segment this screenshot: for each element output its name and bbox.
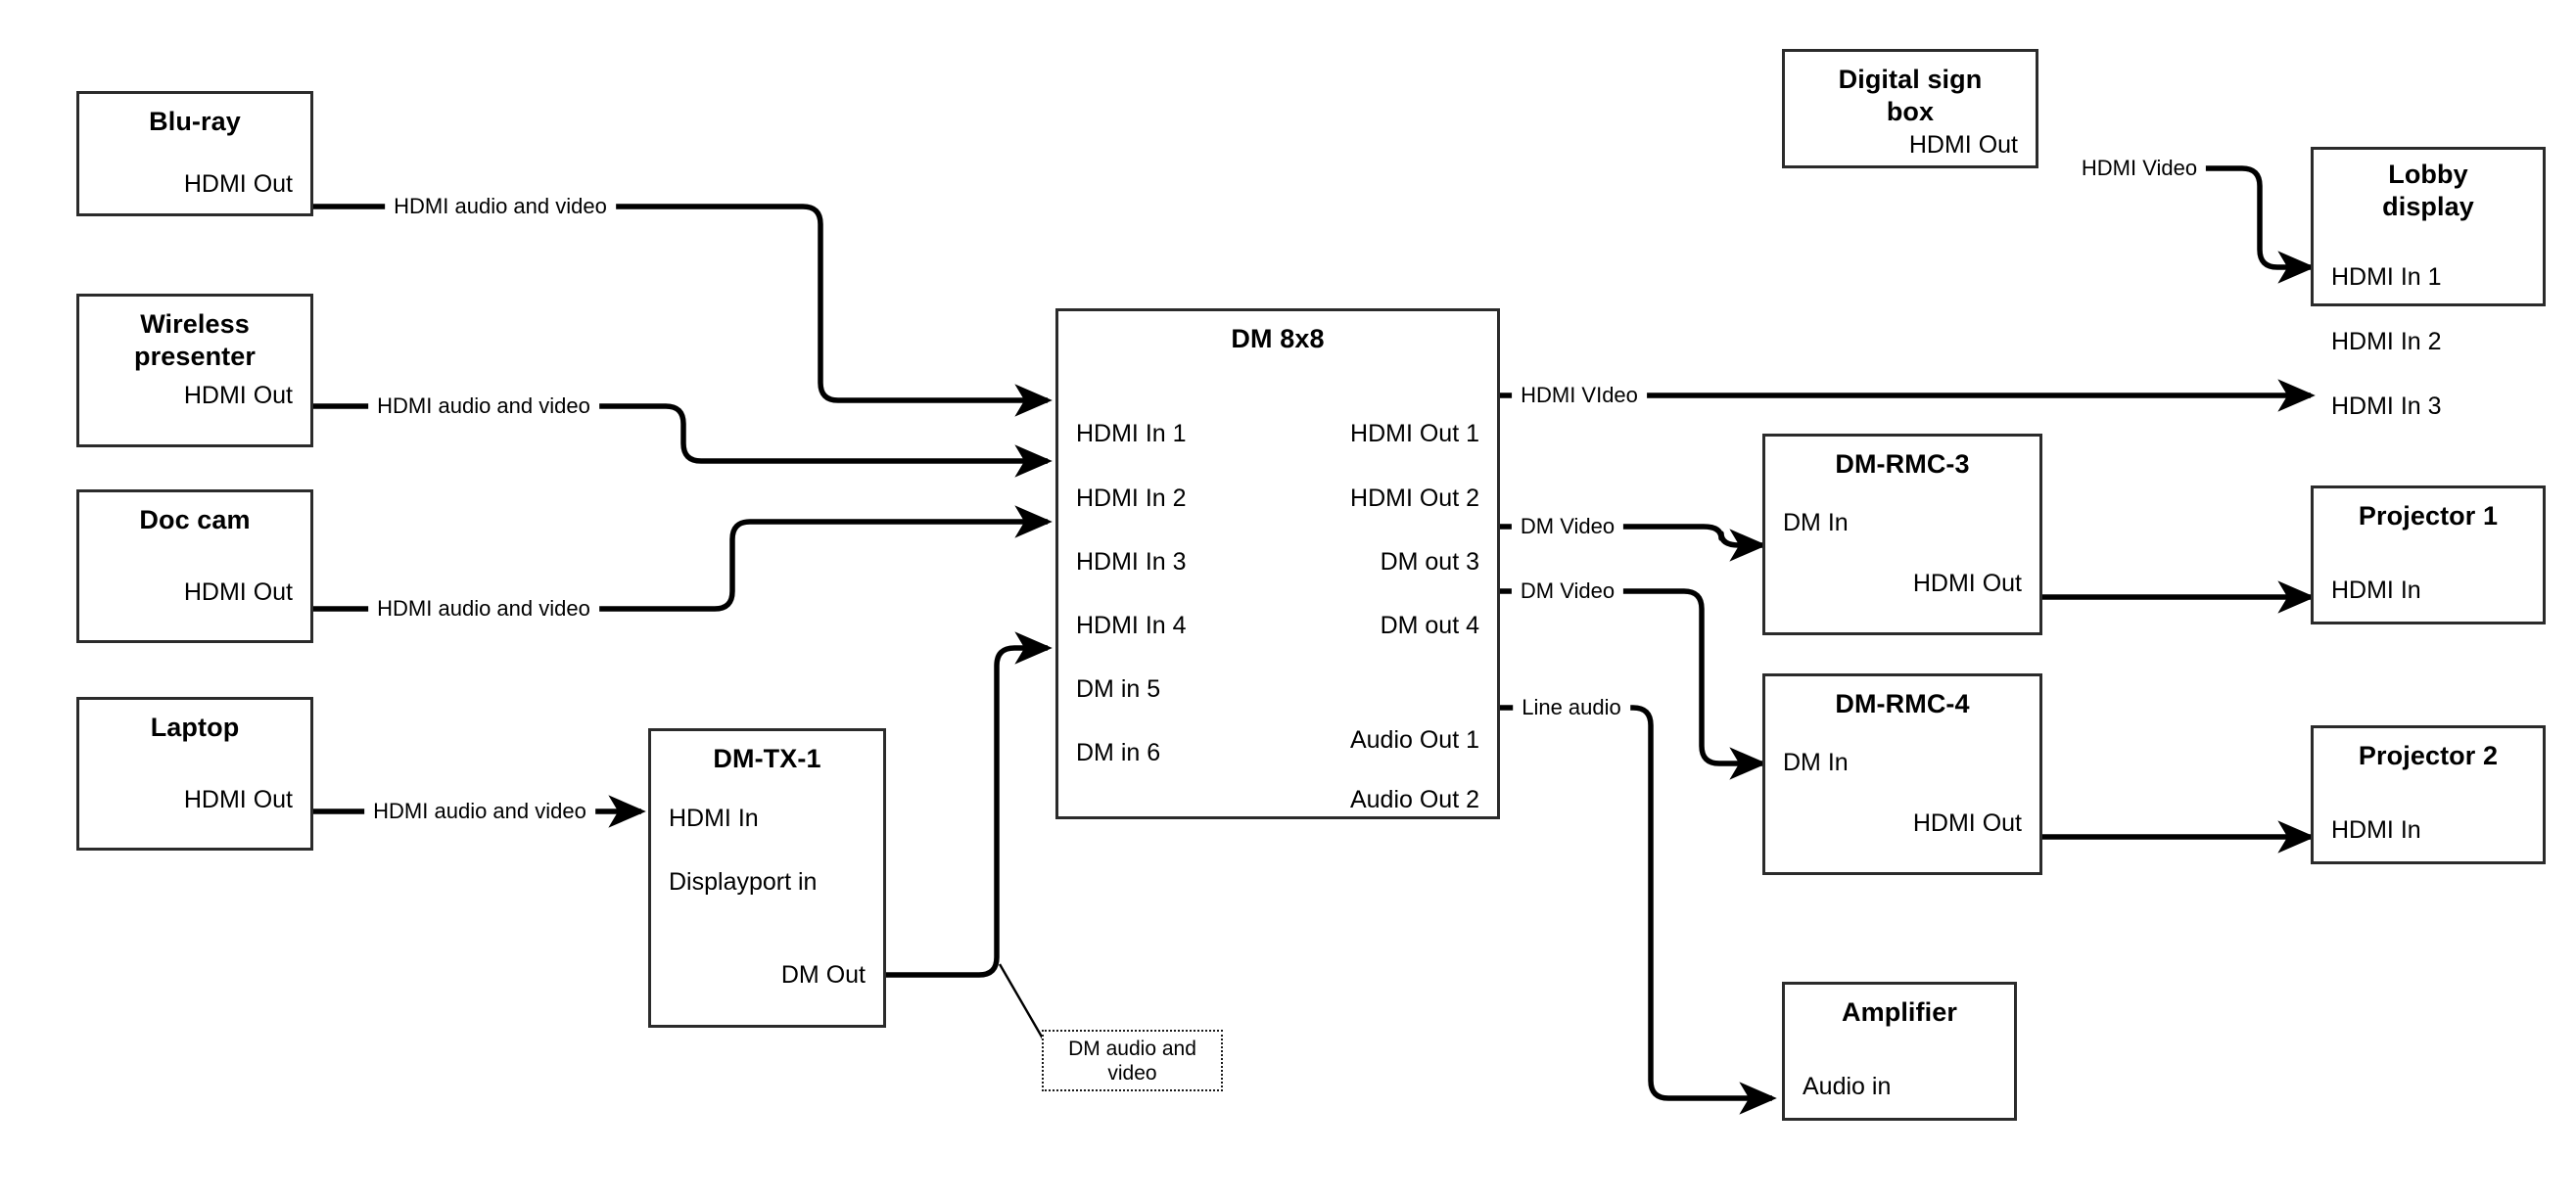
node-digital-sign-box-title: Digital sign box (1838, 65, 1983, 126)
node-doc-cam[interactable]: Doc cam HDMI Out (76, 489, 313, 643)
port-dm8x8-hdmi-in-1[interactable]: HDMI In 1 (1076, 420, 1187, 447)
port-lobby-hdmi-in-3[interactable]: HDMI In 3 (2331, 393, 2442, 420)
node-dm-tx-1-title: DM-TX-1 (713, 744, 821, 773)
port-projector2-hdmi-in[interactable]: HDMI In (2331, 816, 2421, 844)
node-laptop-title: Laptop (150, 713, 240, 742)
port-dmrmc3-hdmi-out[interactable]: HDMI Out (1912, 570, 2022, 597)
edge-label-laptop-to-dmtx1: HDMI audio and video (364, 799, 595, 824)
node-dm-tx-1[interactable]: DM-TX-1 HDMI In Displayport in DM Out (648, 728, 886, 1028)
port-projector1-hdmi-in[interactable]: HDMI In (2331, 577, 2421, 604)
node-projector-1[interactable]: Projector 1 HDMI In (2311, 485, 2546, 624)
node-wireless-presenter-title: Wireless presenter (134, 309, 256, 371)
port-wireless-hdmi-out[interactable]: HDMI Out (183, 382, 293, 409)
node-dm-rmc-4-title: DM-RMC-4 (1835, 689, 1970, 718)
port-amplifier-audio-in[interactable]: Audio in (1803, 1073, 1892, 1100)
port-dm8x8-dm-out-3[interactable]: DM out 3 (1380, 548, 1479, 576)
edge-label-sign-to-lobby: HDMI Video (2072, 156, 2207, 181)
port-dmrmc3-dm-in[interactable]: DM In (1783, 509, 1849, 536)
port-digital-sign-hdmi-out[interactable]: HDMI Out (1908, 131, 2018, 159)
edge-label-audio-out-1-to-amp: Line audio (1513, 695, 1630, 720)
node-doc-cam-title: Doc cam (139, 505, 251, 534)
port-dmrmc4-hdmi-out[interactable]: HDMI Out (1912, 809, 2022, 837)
port-dm8x8-hdmi-out-1[interactable]: HDMI Out 1 (1350, 420, 1479, 447)
port-doccam-hdmi-out[interactable]: HDMI Out (183, 578, 293, 606)
node-dm-rmc-3[interactable]: DM-RMC-3 DM In HDMI Out (1762, 434, 2042, 635)
wire-audio-out-1-to-amplifier (1500, 705, 1777, 1115)
port-dmtx1-dm-out[interactable]: DM Out (780, 961, 866, 989)
port-dmtx1-hdmi-in[interactable]: HDMI In (669, 805, 759, 832)
port-dm8x8-dm-in-6[interactable]: DM in 6 (1076, 739, 1161, 766)
node-bluray[interactable]: Blu-ray HDMI Out (76, 91, 313, 216)
node-bluray-title: Blu-ray (149, 107, 241, 136)
edge-label-bluray-to-hdmi-in-1: HDMI audio and video (385, 194, 616, 219)
port-dm8x8-hdmi-in-2[interactable]: HDMI In 2 (1076, 485, 1187, 512)
wire-dmtx1-to-dm-in-5 (886, 631, 1053, 978)
wire-dm-out-4-to-dmrmc4 (1500, 588, 1767, 780)
port-bluray-hdmi-out[interactable]: HDMI Out (183, 170, 293, 198)
callout-dm-audio-and-video-text: DM audio and video (1068, 1037, 1196, 1085)
node-lobby-display-title: Lobby display (2382, 160, 2474, 221)
node-amplifier[interactable]: Amplifier Audio in (1782, 982, 2017, 1121)
port-dm8x8-audio-out-1[interactable]: Audio Out 1 (1349, 726, 1479, 754)
wire-wireless-to-hdmi-in-2 (189, 403, 1053, 478)
edge-label-dm-out-3-to-rmc3: DM Video (1511, 514, 1624, 539)
callout-leader-line (998, 963, 1045, 1039)
node-dm-rmc-3-title: DM-RMC-3 (1835, 449, 1970, 479)
node-wireless-presenter[interactable]: Wireless presenter HDMI Out (76, 294, 313, 447)
port-laptop-hdmi-out[interactable]: HDMI Out (183, 786, 293, 813)
edge-label-hdmi-out-1-to-lobby: HDMI VIdeo (1512, 383, 1647, 408)
port-dmrmc4-dm-in[interactable]: DM In (1783, 749, 1849, 776)
node-amplifier-title: Amplifier (1842, 997, 1957, 1027)
edge-label-wireless-to-hdmi-in-2: HDMI audio and video (368, 393, 599, 419)
port-dm8x8-dm-out-4[interactable]: DM out 4 (1380, 612, 1479, 639)
port-lobby-hdmi-in-2[interactable]: HDMI In 2 (2331, 328, 2442, 355)
port-dmtx1-displayport-in[interactable]: Displayport in (669, 868, 818, 896)
port-dm8x8-audio-out-2[interactable]: Audio Out 2 (1349, 786, 1479, 813)
wire-doccam-to-hdmi-in-3 (189, 505, 1053, 612)
callout-dm-audio-and-video: DM audio and video (1042, 1030, 1223, 1091)
edge-label-doccam-to-hdmi-in-3: HDMI audio and video (368, 596, 599, 622)
port-lobby-hdmi-in-1[interactable]: HDMI In 1 (2331, 263, 2442, 291)
node-lobby-display[interactable]: Lobby display HDMI In 1 HDMI In 2 HDMI I… (2311, 147, 2546, 420)
node-laptop[interactable]: Laptop HDMI Out (76, 697, 313, 851)
node-dm-8x8[interactable]: DM 8x8 HDMI In 1 HDMI In 2 HDMI In 3 HDM… (1055, 308, 1500, 819)
node-dm-8x8-title: DM 8x8 (1231, 324, 1325, 353)
wire-bluray-to-hdmi-in-1 (313, 204, 1053, 417)
port-dm8x8-dm-in-5[interactable]: DM in 5 (1076, 675, 1161, 703)
node-projector-1-title: Projector 1 (2358, 501, 2499, 531)
node-projector-2-title: Projector 2 (2358, 741, 2499, 770)
node-digital-sign-box[interactable]: Digital sign box HDMI Out (1782, 49, 2038, 168)
port-dm8x8-hdmi-in-4[interactable]: HDMI In 4 (1076, 612, 1187, 639)
edge-label-dm-out-4-to-rmc4: DM Video (1511, 578, 1624, 604)
node-projector-2[interactable]: Projector 2 HDMI In (2311, 725, 2546, 864)
node-dm-rmc-4[interactable]: DM-RMC-4 DM In HDMI Out (1762, 673, 2042, 875)
wire-sign-to-lobby-hdmi-in-1 (2185, 165, 2316, 284)
port-dm8x8-hdmi-out-2[interactable]: HDMI Out 2 (1350, 485, 1479, 512)
port-dm8x8-hdmi-in-3[interactable]: HDMI In 3 (1076, 548, 1187, 576)
